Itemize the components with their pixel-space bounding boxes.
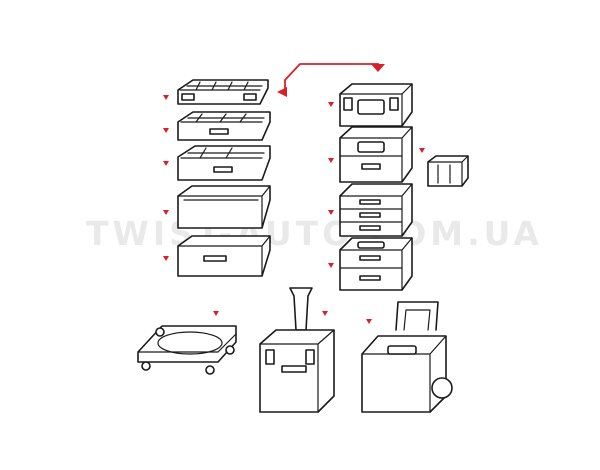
toolbox-middle [328, 126, 413, 183]
organizer-tray-2 [163, 111, 271, 141]
marker-triangle-icon [163, 95, 169, 100]
marker-triangle-icon [328, 102, 334, 107]
marker-triangle-icon [163, 210, 169, 215]
toolbox-top [328, 83, 413, 127]
organizer-tray-1 [163, 79, 269, 105]
marker-triangle-icon [419, 148, 425, 153]
drawer-unit-three [328, 183, 413, 237]
marker-triangle-icon [163, 128, 169, 133]
marker-triangle-icon [322, 311, 328, 316]
marker-triangle-icon [163, 256, 169, 261]
drawer-open [163, 185, 271, 229]
drawer-closed [163, 235, 271, 277]
mobile-dolly [137, 311, 237, 375]
marker-triangle-icon [328, 158, 334, 163]
marker-triangle-icon [328, 210, 334, 215]
trolley-case [259, 287, 335, 413]
drawer-unit-two [328, 237, 413, 291]
watermark-text: TWIST-AUTO.COM.UA [86, 214, 543, 253]
marker-triangle-icon [366, 319, 372, 324]
organizer-tray-3 [163, 145, 271, 181]
connector-arrowhead-icon [371, 64, 385, 72]
connector-arrowhead-icon [277, 87, 287, 97]
organizer-small [419, 148, 469, 187]
wheeled-toolbox [361, 301, 453, 413]
marker-triangle-icon [163, 161, 169, 166]
marker-triangle-icon [213, 311, 219, 316]
marker-triangle-icon [328, 263, 334, 268]
